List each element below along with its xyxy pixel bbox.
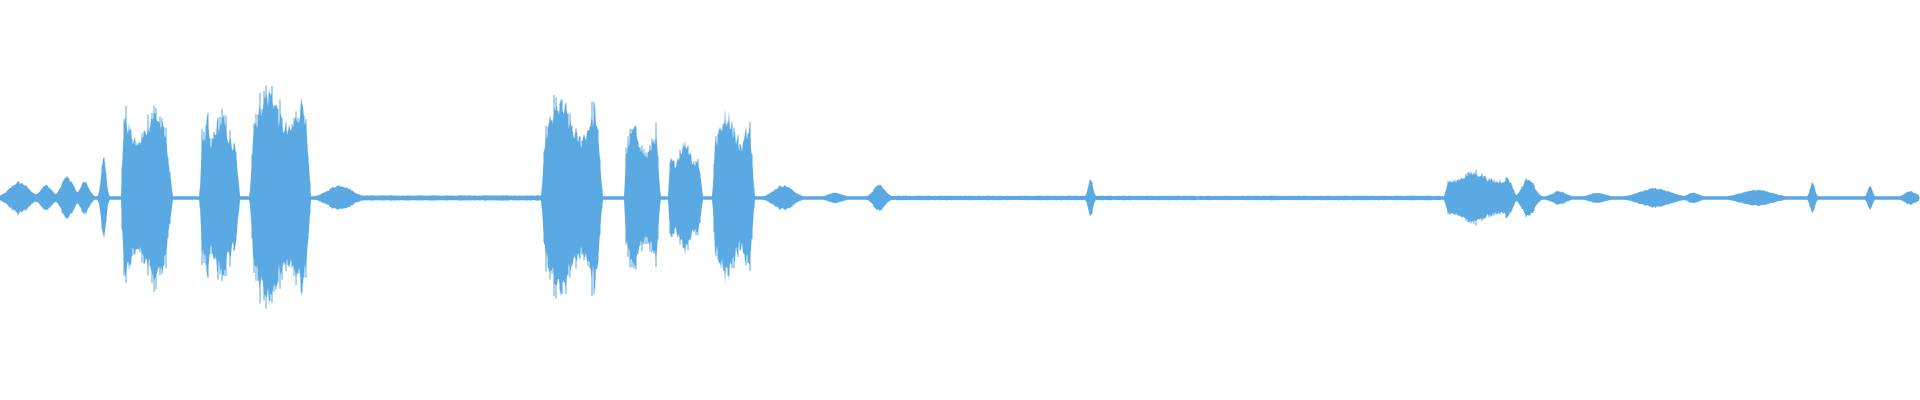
waveform-envelope	[0, 87, 1919, 306]
